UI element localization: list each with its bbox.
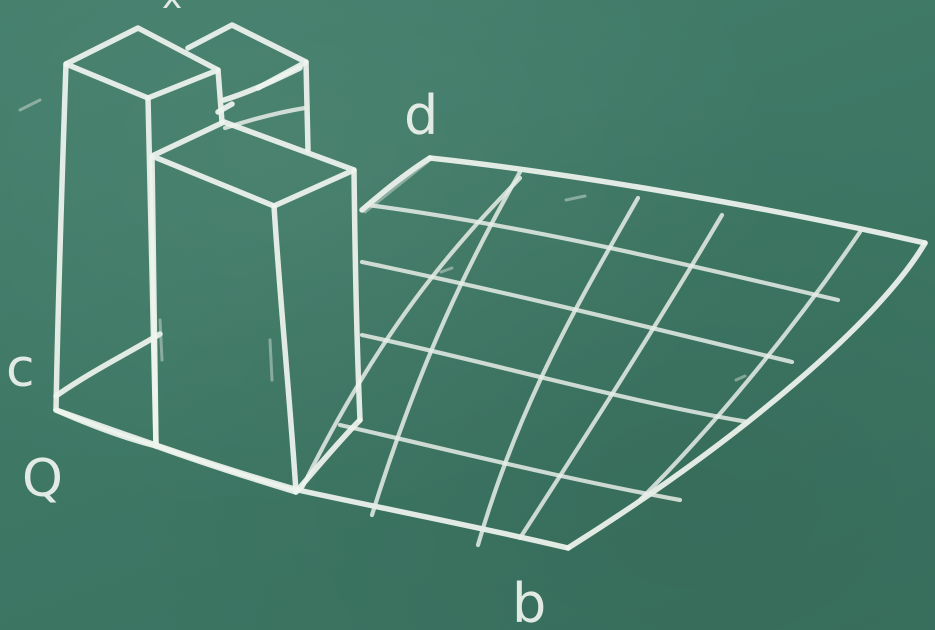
front-box-front-edge	[274, 206, 296, 492]
grid-line	[640, 232, 860, 500]
ground-grid	[56, 158, 925, 548]
grid-line	[362, 262, 792, 362]
front-box-bottom-right	[296, 420, 360, 492]
front-box-bottom-left	[156, 446, 296, 492]
label-d: d	[404, 84, 438, 147]
grid-edge-front-left	[56, 410, 298, 490]
back-box-top	[188, 25, 306, 88]
front-box-top	[152, 122, 354, 206]
back-box-right-edge	[306, 62, 308, 150]
grid-line	[368, 205, 838, 300]
label-b: b	[512, 572, 546, 630]
label-c: c	[6, 339, 35, 399]
grid-edge-top-left	[362, 158, 430, 210]
tall-box-top	[66, 28, 218, 98]
tall-box	[56, 28, 222, 446]
label-a: Q	[22, 449, 63, 509]
front-box-right-edge	[354, 170, 360, 420]
tall-box-bottom	[56, 410, 156, 446]
grid-edge-c	[56, 334, 160, 396]
label-top: x	[162, 0, 182, 17]
grid-edge-b	[298, 490, 568, 548]
tall-box-left-edge	[56, 64, 66, 410]
